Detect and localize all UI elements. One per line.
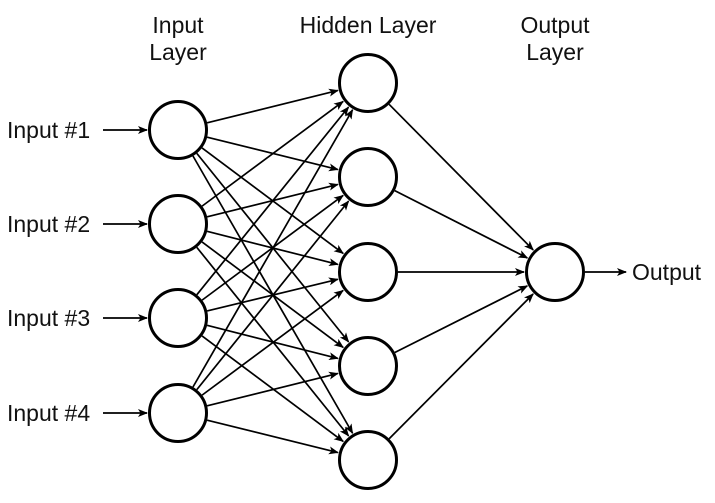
edge-input-4-hidden-2 [196, 200, 350, 391]
edges-group [192, 88, 534, 455]
hidden-layer-title: Hidden Layer [300, 12, 437, 39]
hidden-node-2 [338, 147, 398, 207]
input-node-2 [148, 194, 208, 254]
layer-title-line: Input [152, 12, 204, 38]
edge-input-1-hidden-1 [206, 88, 339, 124]
edge-input-4-hidden-1 [192, 108, 354, 388]
input-annotation-3: Input #3 [7, 305, 91, 331]
input-node-1 [148, 100, 208, 160]
layer-title-line: Layer [526, 39, 584, 65]
annotation-arrows-group [103, 126, 627, 417]
nodes-group [148, 53, 585, 490]
hidden-node-1 [338, 53, 398, 113]
input-annotation-1: Input #1 [7, 117, 91, 143]
input-node-3 [148, 288, 208, 348]
edge-input-3-hidden-5 [201, 335, 344, 443]
output-node-1 [525, 242, 585, 302]
layer-title-line: Layer [149, 39, 207, 65]
edge-hidden-4-output-1 [394, 285, 529, 354]
input-annotation-2: Input #2 [7, 211, 91, 237]
edge-input-4-hidden-4 [206, 371, 339, 407]
input-layer-title: Input Layer [149, 12, 207, 66]
output-annotation: Output [632, 259, 702, 285]
hidden-node-4 [338, 336, 398, 396]
input-node-4 [148, 383, 208, 443]
edge-input-2-hidden-1 [201, 100, 344, 207]
layer-title-line: Output [520, 12, 590, 38]
input-annotation-4: Input #4 [7, 400, 91, 426]
edge-input-4-hidden-3 [201, 289, 344, 396]
edge-input-3-hidden-1 [196, 106, 350, 296]
edge-hidden-2-output-1 [394, 189, 529, 259]
hidden-node-3 [338, 242, 398, 302]
layer-title-line: Hidden Layer [299, 12, 437, 38]
edge-hidden-5-output-1 [388, 293, 534, 440]
edge-input-4-hidden-5 [206, 419, 339, 455]
output-layer-title: Output Layer [520, 12, 589, 66]
hidden-node-5 [338, 430, 398, 490]
edge-hidden-1-output-1 [388, 103, 534, 251]
